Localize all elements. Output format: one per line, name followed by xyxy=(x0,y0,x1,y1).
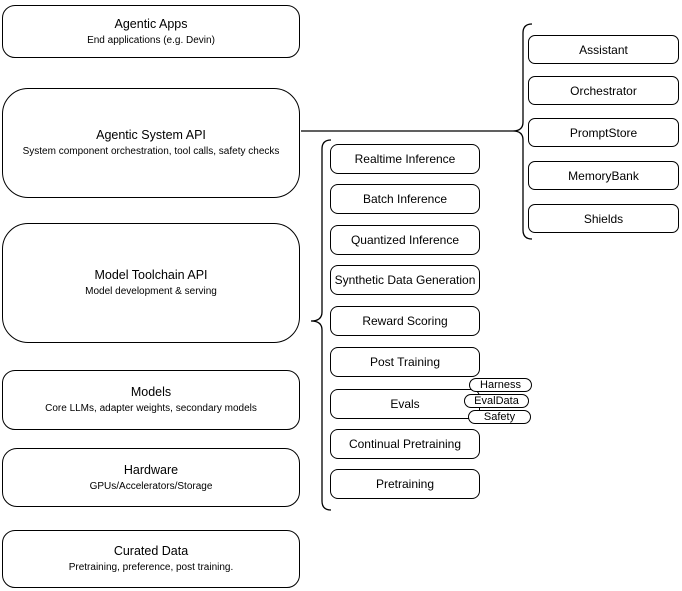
node-subtitle: Pretraining, preference, post training. xyxy=(68,562,234,573)
node-label: Synthetic Data Generation xyxy=(334,273,476,287)
node-label: Reward Scoring xyxy=(362,314,448,328)
node-shields: Shields xyxy=(528,204,679,233)
node-title: Hardware xyxy=(123,462,179,477)
node-label: Assistant xyxy=(579,42,628,57)
node-subtitle: Core LLMs, adapter weights, secondary mo… xyxy=(45,403,257,414)
node-evals: Evals xyxy=(330,389,480,419)
node-title: Agentic System API xyxy=(96,128,206,142)
node-agentic-system-api: Agentic System API System component orch… xyxy=(2,88,300,198)
node-label: Realtime Inference xyxy=(354,152,456,166)
node-subtitle: End applications (e.g. Devin) xyxy=(87,34,215,46)
node-subtitle: System component orchestration, tool cal… xyxy=(22,146,280,157)
node-agentic-apps: Agentic Apps End applications (e.g. Devi… xyxy=(2,5,300,58)
node-title: Models xyxy=(130,385,172,399)
node-title: Agentic Apps xyxy=(114,16,188,31)
tag-label: Harness xyxy=(480,378,521,391)
tag-evaldata: EvalData xyxy=(464,394,529,408)
system-brace xyxy=(512,23,533,240)
node-synthetic-data-generation: Synthetic Data Generation xyxy=(330,265,480,295)
tag-label: EvalData xyxy=(474,394,519,407)
node-realtime-inference: Realtime Inference xyxy=(330,144,480,174)
node-label: Pretraining xyxy=(375,477,435,491)
tag-harness: Harness xyxy=(469,378,532,392)
node-promptstore: PromptStore xyxy=(528,118,679,147)
node-title: Model Toolchain API xyxy=(94,268,208,282)
node-label: Quantized Inference xyxy=(350,233,460,247)
tag-label: Safety xyxy=(483,410,516,423)
toolchain-brace xyxy=(310,139,332,511)
node-subtitle: GPUs/Accelerators/Storage xyxy=(89,480,213,492)
node-subtitle: Model development & serving xyxy=(85,286,217,297)
node-label: Orchestrator xyxy=(570,83,637,98)
node-title: Curated Data xyxy=(113,544,189,558)
node-label: Evals xyxy=(390,397,420,411)
node-label: Post Training xyxy=(369,355,441,369)
node-label: Shields xyxy=(583,211,624,226)
node-label: Batch Inference xyxy=(362,192,448,206)
node-continual-pretraining: Continual Pretraining xyxy=(330,429,480,459)
node-pretraining: Pretraining xyxy=(330,469,480,499)
node-assistant: Assistant xyxy=(528,35,679,64)
node-models: Models Core LLMs, adapter weights, secon… xyxy=(2,370,300,430)
node-reward-scoring: Reward Scoring xyxy=(330,306,480,336)
node-batch-inference: Batch Inference xyxy=(330,184,480,214)
node-hardware: Hardware GPUs/Accelerators/Storage xyxy=(2,448,300,507)
node-label: MemoryBank xyxy=(568,168,639,183)
node-label: PromptStore xyxy=(569,125,638,140)
tag-safety: Safety xyxy=(468,410,531,424)
node-post-training: Post Training xyxy=(330,347,480,377)
node-curated-data: Curated Data Pretraining, preference, po… xyxy=(2,530,300,588)
node-label: Continual Pretraining xyxy=(348,437,462,451)
node-model-toolchain-api: Model Toolchain API Model development & … xyxy=(2,223,300,343)
node-memorybank: MemoryBank xyxy=(528,161,679,190)
node-quantized-inference: Quantized Inference xyxy=(330,225,480,255)
node-orchestrator: Orchestrator xyxy=(528,76,679,105)
